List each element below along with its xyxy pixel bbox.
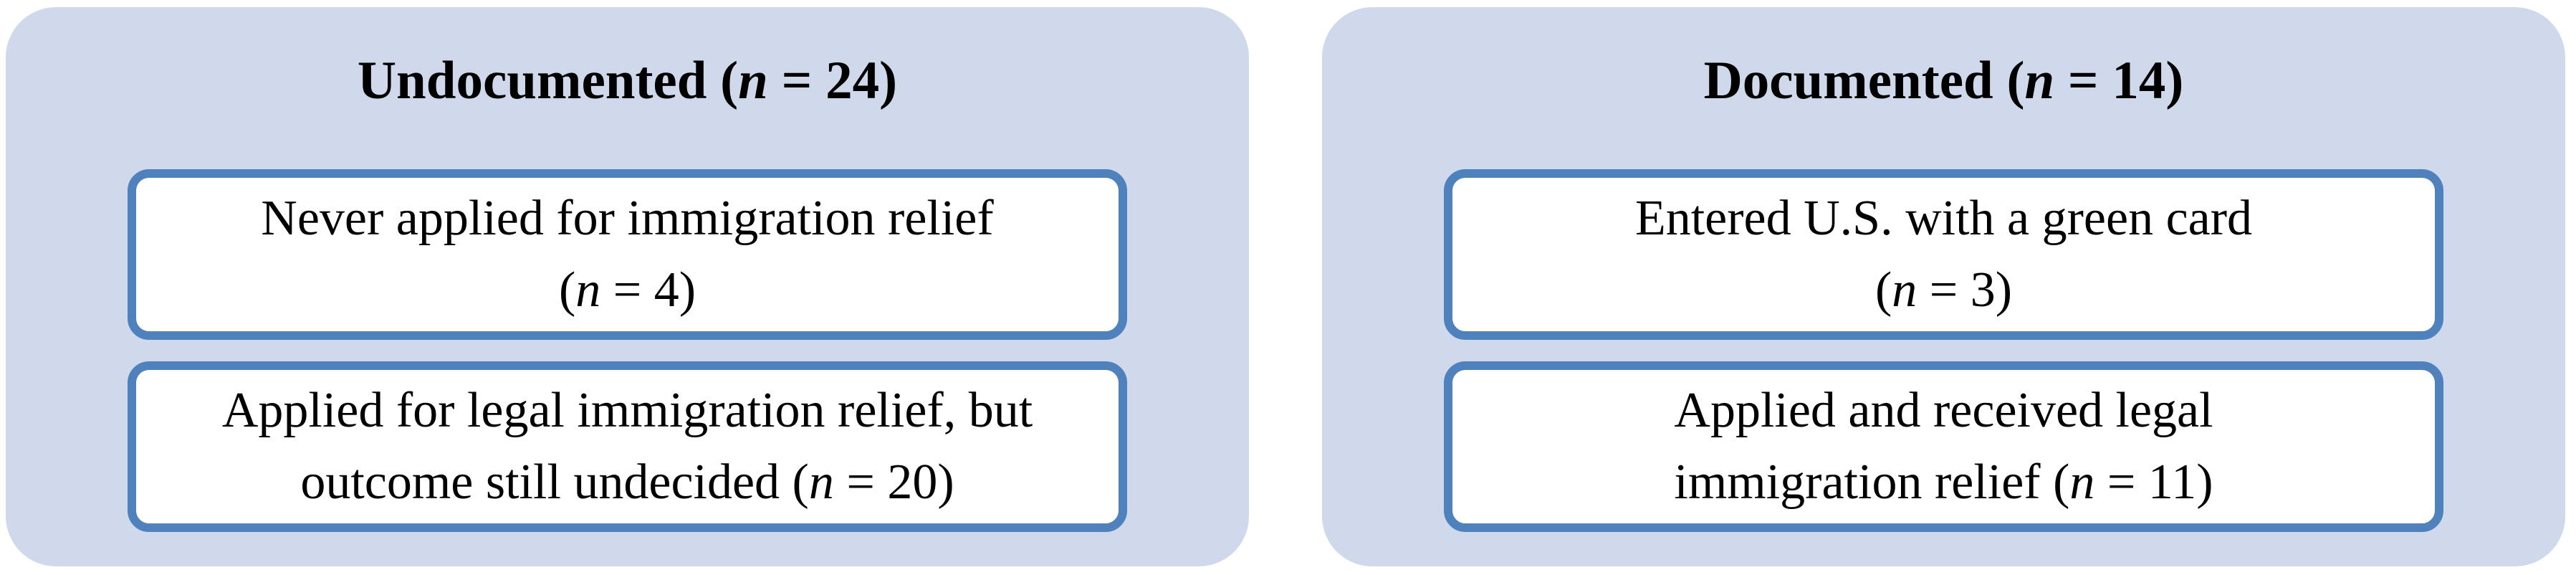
box-text-line1: Applied and received legal	[1674, 383, 2213, 439]
box-text-line2: (n = 4)	[559, 255, 696, 326]
box-text-line1: Entered U.S. with a green card	[1634, 191, 2253, 247]
title-text: = 24)	[767, 51, 898, 110]
title-n-italic: n	[2024, 51, 2055, 110]
flow-box-applied-undecided: Applied for legal immigration relief, bu…	[128, 361, 1127, 533]
panel-undocumented: Undocumented (n = 24) Never applied for …	[6, 7, 1249, 566]
box-group-undocumented: Never applied for immigration relief (n …	[128, 169, 1127, 533]
box-text: = 4)	[600, 262, 696, 318]
box-text: outcome still undecided (	[300, 455, 809, 510]
box-text: immigration relief (	[1674, 455, 2070, 510]
box-text: (	[1874, 262, 1892, 318]
n-italic: n	[1892, 262, 1917, 318]
panel-title-undocumented: Undocumented (n = 24)	[6, 50, 1249, 112]
box-text: (	[558, 262, 576, 318]
box-text-line1: Applied for legal immigration relief, bu…	[221, 383, 1033, 439]
title-n-italic: n	[738, 51, 768, 110]
flow-box-green-card: Entered U.S. with a green card (n = 3)	[1444, 169, 2443, 341]
n-italic: n	[2069, 455, 2095, 510]
panel-title-documented: Documented (n = 14)	[1322, 50, 2565, 112]
box-text: = 20)	[833, 455, 954, 510]
box-text: = 3)	[1917, 262, 2013, 318]
title-text: = 14)	[2054, 51, 2184, 110]
title-text: Undocumented (	[357, 51, 739, 110]
box-text-line2: outcome still undecided (n = 20)	[300, 447, 954, 518]
n-italic: n	[575, 262, 601, 318]
box-text: = 11)	[2094, 455, 2213, 510]
box-text-line2: immigration relief (n = 11)	[1674, 447, 2213, 518]
n-italic: n	[808, 455, 834, 510]
box-text-line2: (n = 3)	[1875, 255, 2012, 326]
box-text-line1: Never applied for immigration relief	[261, 191, 994, 247]
flow-box-received-relief: Applied and received legal immigration r…	[1444, 361, 2443, 533]
flow-box-never-applied: Never applied for immigration relief (n …	[128, 169, 1127, 341]
title-text: Documented (	[1703, 51, 2025, 110]
panel-documented: Documented (n = 14) Entered U.S. with a …	[1322, 7, 2565, 566]
box-group-documented: Entered U.S. with a green card (n = 3) A…	[1444, 169, 2443, 533]
